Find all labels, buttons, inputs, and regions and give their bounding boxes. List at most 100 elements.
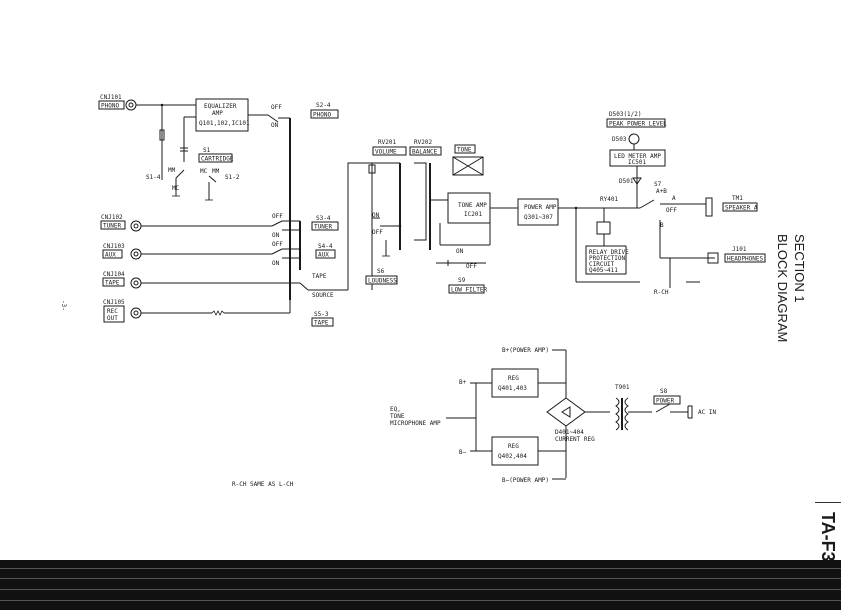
s1-mc-b: MC (200, 168, 208, 175)
s3-on: ON (272, 232, 280, 239)
s1-name: CARTRIDGE (201, 156, 234, 163)
relay-l4: Q405~411 (589, 267, 618, 274)
tm-ref: TM1 (732, 195, 743, 202)
tape-input: CNJ104 TAPE (102, 271, 142, 289)
reg1-b: Q401,403 (498, 385, 527, 392)
tuner-label: TUNER (103, 223, 121, 230)
rec-out: CNJ105 REC OUT (103, 299, 142, 323)
s5-ref: S5-3 (314, 311, 329, 318)
bminus-label: B− (459, 449, 467, 456)
s4-off: OFF (272, 241, 283, 248)
rec-label-1: REC (107, 308, 118, 315)
t901-ref: T901 (615, 384, 630, 391)
bridge-rectifier (546, 397, 586, 427)
s7-ab: A+B (656, 188, 667, 195)
s1-2-ref: S1-2 (225, 174, 240, 181)
s3-label: TUNER (314, 224, 332, 231)
relay-l1: RELAY DRIVE (589, 249, 629, 256)
pa-l2: Q301~307 (524, 214, 553, 221)
s1-ref: S1 (203, 147, 211, 154)
equalizer-amp-box (195, 98, 249, 132)
tape-label: TAPE (105, 280, 120, 287)
power-amp-box (517, 198, 559, 226)
s4-ref: S4-4 (318, 243, 333, 250)
aux-label: AUX (105, 252, 116, 259)
s4-label: AUX (318, 252, 329, 259)
eq-label-3: Q101,102,IC101 (199, 120, 250, 127)
lf-on: ON (456, 248, 464, 255)
bplus-label: B+ (459, 379, 467, 386)
phono-ref: CNJ101 (100, 94, 122, 101)
ac-in: AC IN (698, 409, 716, 416)
led-d501: D501 (619, 178, 634, 185)
page-number: -3- (60, 300, 67, 311)
relay-l3: CIRCUIT (589, 261, 615, 268)
eq-note-3: MICROPHONE AMP (390, 420, 441, 427)
s7-b: B (660, 222, 664, 229)
eq-label-1: EQUALIZER (204, 103, 237, 110)
s7-off: OFF (666, 207, 677, 214)
section-title: BLOCK DIAGRAM (775, 234, 790, 343)
tuner-input: CNJ102 TUNER (100, 214, 142, 232)
led-d503: D503 (612, 136, 627, 143)
eq-note-2: TONE (390, 413, 405, 420)
led-amp-1: LED METER AMP (614, 153, 661, 160)
d-ref: D401~404 (555, 429, 584, 436)
hp-label: HEADPHONES (727, 256, 764, 263)
vol-label: VOLUME (375, 149, 397, 156)
tuner-ref: CNJ102 (101, 214, 123, 221)
vol-ref: RV201 (378, 139, 396, 146)
eq-note-1: EQ, (390, 406, 401, 413)
tape-ref: CNJ104 (103, 271, 125, 278)
bplus-top: B+(POWER AMP) (502, 347, 549, 354)
loud-label: LOUDNESS (368, 278, 397, 285)
rec-ref: CNJ105 (103, 299, 125, 306)
s7-a: A (672, 195, 676, 202)
led-ref: D503(1/2) (609, 111, 642, 118)
s5-label: TAPE (314, 320, 329, 327)
lf-ref: S9 (458, 277, 466, 284)
loud-on: ON (372, 212, 380, 219)
s2-on: ON (271, 122, 279, 129)
s3-off: OFF (272, 213, 283, 220)
tone-amp-l2: IC201 (464, 211, 482, 218)
s2-ref: S2-4 (316, 102, 331, 109)
s1-mc-a: MC (172, 185, 180, 192)
bminus-bottom: B−(POWER AMP) (502, 477, 549, 484)
power-label: POWER (656, 398, 674, 405)
rec-label-2: OUT (107, 315, 118, 322)
s5-tape: TAPE (312, 273, 327, 280)
pa-l1: POWER AMP (524, 204, 557, 211)
s7-ref: S7 (654, 181, 662, 188)
phono-label: PHONO (101, 103, 119, 110)
rch-label: R-CH (654, 289, 669, 296)
s8-ref: S8 (660, 388, 668, 395)
spk-a-label: SPEAKER A (725, 205, 758, 212)
led-amp-2: IC501 (628, 159, 646, 166)
bal-label: BALANCE (412, 149, 438, 156)
s3-ref: S3-4 (316, 215, 331, 222)
relay-box (585, 245, 627, 275)
led-name: PEAK POWER LEVEL (609, 121, 667, 128)
s2-label: PHONO (313, 112, 331, 119)
aux-ref: CNJ103 (103, 243, 125, 250)
loud-ref: S6 (377, 268, 385, 275)
relay-ref: RY401 (600, 196, 618, 203)
tone-amp-l1: TONE AMP (458, 202, 487, 209)
reg2-b: Q402,404 (498, 453, 527, 460)
tone-amp-box (447, 192, 491, 224)
s5-source: SOURCE (312, 292, 334, 299)
reg2-a: REG (508, 443, 519, 450)
footer-band (0, 560, 841, 610)
phono-input: CNJ101 PHONO (98, 94, 137, 111)
reg1-box (491, 368, 539, 398)
section-number: SECTION 1 (792, 234, 807, 303)
s2-off: OFF (271, 104, 282, 111)
reg1-a: REG (508, 375, 519, 382)
s1-mm-a: MM (168, 167, 176, 174)
reg2-box (491, 436, 539, 466)
hp-ref: J101 (732, 246, 747, 253)
tone-title: TONE (457, 147, 472, 154)
model-divider (815, 502, 841, 503)
aux-input: CNJ103 AUX (102, 243, 142, 260)
